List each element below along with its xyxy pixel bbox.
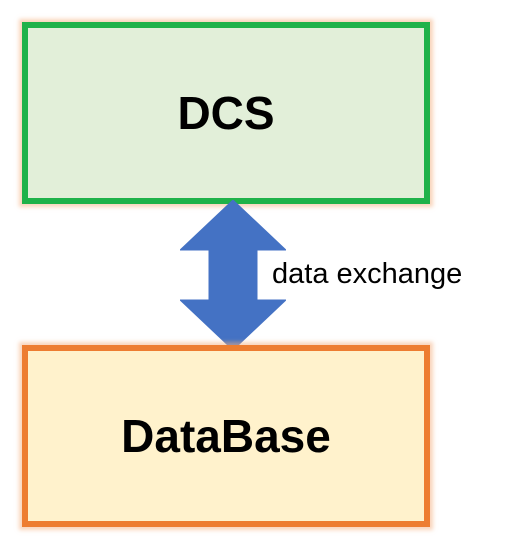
double-arrow-icon [180,200,286,350]
database-node[interactable]: DataBase [22,345,430,527]
edge-label: data exchange [272,258,463,290]
dcs-node[interactable]: DCS [22,22,430,204]
double-arrow-shape [180,200,286,350]
dcs-node-label: DCS [177,87,275,139]
database-node-label: DataBase [121,410,331,462]
